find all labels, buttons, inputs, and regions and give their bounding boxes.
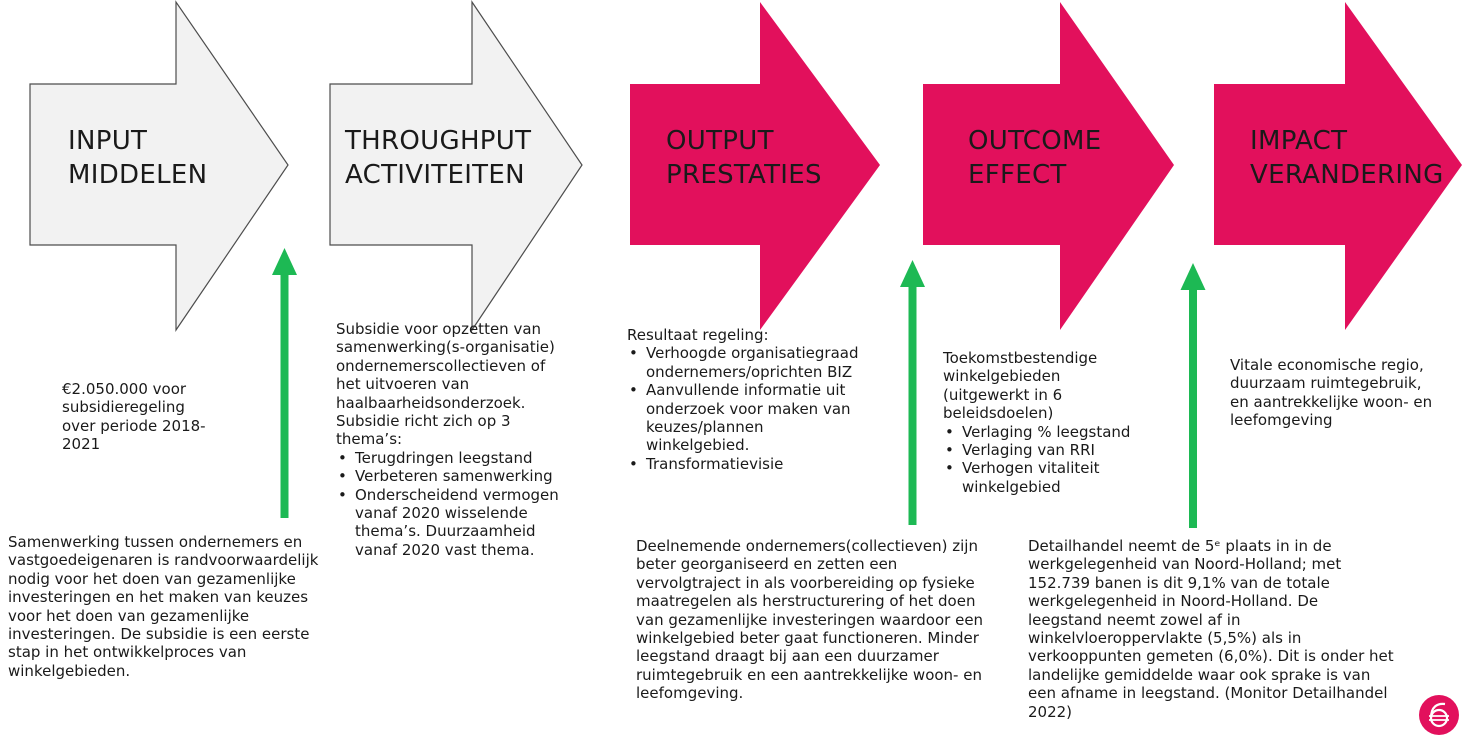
logo-6-icon bbox=[1419, 695, 1459, 735]
outcome-goal-list: Verlaging % leegstand Verlaging van RRI … bbox=[943, 423, 1158, 497]
stage-arrow-outcome bbox=[923, 2, 1174, 330]
up-arrow-input-throughput bbox=[272, 248, 297, 518]
stage-title: IMPACT bbox=[1250, 126, 1348, 156]
stage-arrow-impact bbox=[1214, 2, 1462, 330]
assumption-output-outcome: Deelnemende ondernemers(collectieven) zi… bbox=[636, 537, 984, 703]
throughput-theme-list: Terugdringen leegstand Verbeteren samenw… bbox=[336, 449, 581, 559]
stage-subtitle: EFFECT bbox=[968, 160, 1067, 190]
stage-title: THROUGHPUT bbox=[345, 126, 532, 156]
assumption-input-throughput: Samenwerking tussen ondernemers en vastg… bbox=[8, 533, 319, 680]
throughput-description: Subsidie voor opzetten van samenwerking(… bbox=[336, 320, 581, 559]
outcome-description: Toekomstbestendige winkelgebieden (uitge… bbox=[943, 349, 1158, 496]
list-item: Verlaging van RRI bbox=[943, 441, 1158, 460]
input-description: €2.050.000 voor subsidieregeling over pe… bbox=[62, 380, 206, 454]
assumption-outcome-impact: Detailhandel neemt de 5ᵉ plaats in in de… bbox=[1028, 537, 1394, 721]
list-item: Aanvullende informatie uit onderzoek voo… bbox=[627, 381, 871, 455]
list-item: Verhoogde organisatiegraad ondernemers/o… bbox=[627, 344, 866, 381]
stage-arrow-throughput bbox=[329, 0, 583, 332]
stage-label-outcome: OUTCOME EFFECT bbox=[968, 124, 1101, 192]
stage-subtitle: MIDDELEN bbox=[68, 160, 208, 190]
impact-description: Vitale economische regio, duurzaam ruimt… bbox=[1230, 356, 1433, 430]
up-arrow-output-outcome bbox=[900, 260, 925, 525]
stage-title: OUTPUT bbox=[666, 126, 774, 156]
stage-title: INPUT bbox=[68, 126, 148, 156]
stage-subtitle: ACTIVITEITEN bbox=[345, 160, 525, 190]
stage-title: OUTCOME bbox=[968, 126, 1102, 156]
output-description: Resultaat regeling: Verhoogde organisati… bbox=[627, 326, 877, 474]
stage-label-impact: IMPACT VERANDERING bbox=[1250, 124, 1444, 192]
list-item: Terugdringen leegstand bbox=[336, 449, 581, 468]
output-result-list: Verhoogde organisatiegraad ondernemers/o… bbox=[627, 344, 877, 473]
list-item: Verlaging % leegstand bbox=[943, 423, 1158, 442]
stage-label-throughput: THROUGHPUT ACTIVITEITEN bbox=[345, 124, 531, 192]
stage-label-output: OUTPUT PRESTATIES bbox=[666, 124, 822, 192]
list-item: Transformatievisie bbox=[627, 455, 877, 474]
up-arrow-outcome-impact bbox=[1180, 263, 1206, 528]
stage-label-input: INPUT MIDDELEN bbox=[68, 124, 207, 192]
list-item: Onderscheidend vermogen vanaf 2020 wisse… bbox=[336, 486, 560, 560]
stage-subtitle: PRESTATIES bbox=[666, 160, 822, 190]
stage-subtitle: VERANDERING bbox=[1250, 160, 1444, 190]
stage-arrow-output bbox=[630, 2, 880, 330]
list-item: Verbeteren samenwerking bbox=[336, 467, 581, 486]
list-item: Verhogen vitaliteit winkelgebied bbox=[943, 459, 1122, 496]
stage-arrow-input bbox=[29, 0, 289, 332]
